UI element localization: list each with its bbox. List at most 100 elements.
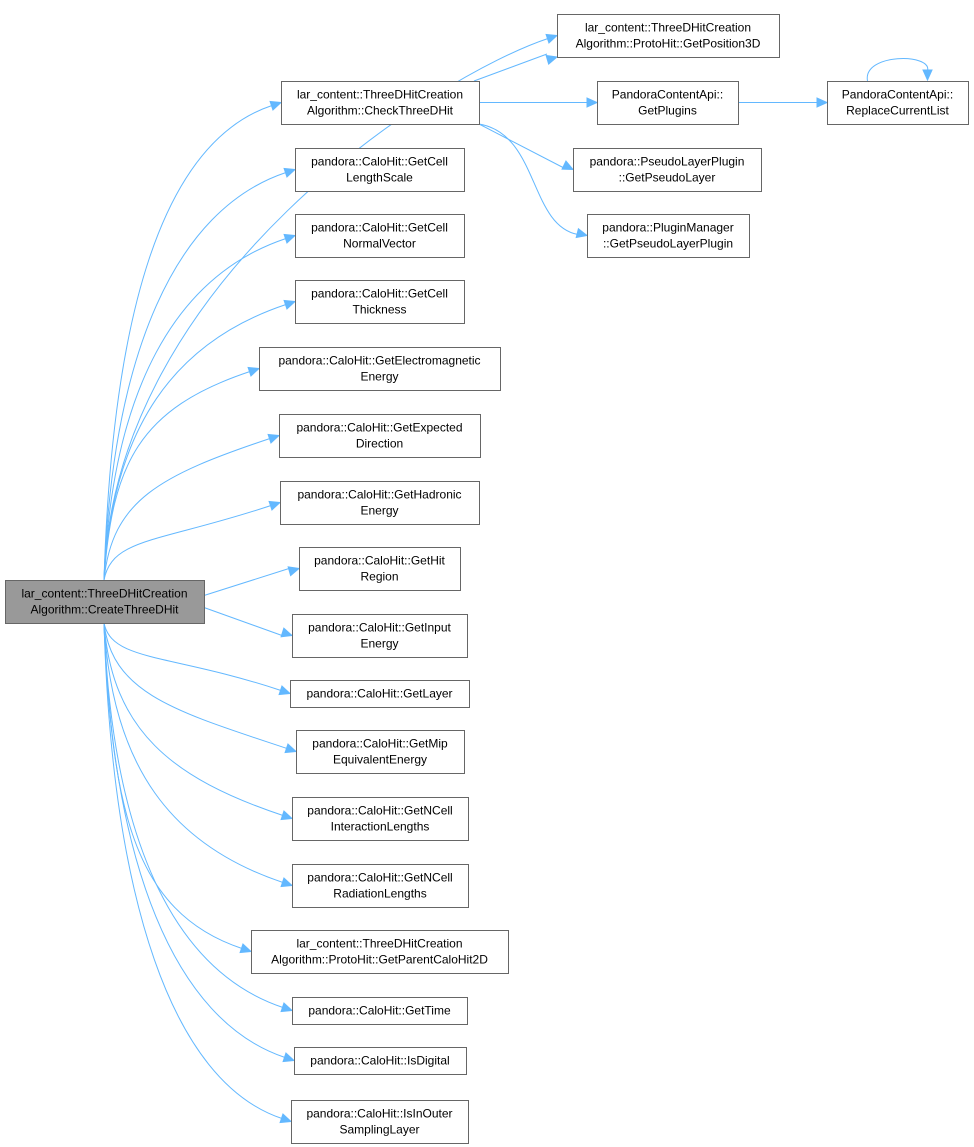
edge-root-to-lengthscale: [103, 167, 297, 581]
edge-line: [103, 505, 272, 581]
edge-arrowhead: [575, 227, 589, 239]
node-label-line: pandora::CaloHit::GetLayer: [306, 687, 452, 701]
node-box: [290, 680, 470, 708]
edge-arrowhead: [267, 433, 281, 444]
edge-line: [103, 622, 288, 749]
node-replace[interactable]: PandoraContentApi::ReplaceCurrentList: [827, 81, 969, 125]
edge-arrowhead: [269, 100, 283, 111]
node-pluginmgr[interactable]: pandora::PluginManager::GetPseudoLayerPl…: [587, 214, 750, 258]
node-ncellint[interactable]: pandora::CaloHit::GetNCellInteractionLen…: [292, 797, 469, 841]
edge-line: [103, 622, 282, 691]
edge-arrowhead: [282, 1052, 296, 1063]
node-label-line: pandora::CaloHit::GetTime: [308, 1004, 451, 1018]
edge-line: [103, 238, 287, 581]
edge-check-to-getplugins: [479, 97, 599, 108]
node-label-line: PandoraContentApi::: [842, 88, 953, 102]
edge-arrowhead: [922, 69, 933, 82]
edge-line: [103, 105, 273, 581]
node-label-line: pandora::CaloHit::GetHit: [314, 554, 445, 568]
node-parent2d[interactable]: lar_content::ThreeDHitCreationAlgorithm:…: [251, 930, 509, 974]
node-label-line: ::GetPseudoLayer: [619, 171, 716, 185]
node-label-line: InteractionLengths: [331, 820, 430, 834]
edge-line: [103, 622, 284, 883]
node-box: [296, 730, 465, 774]
node-em[interactable]: pandora::CaloHit::GetElectromagneticEner…: [259, 347, 501, 391]
node-label-line: pandora::CaloHit::GetCell: [311, 155, 448, 169]
node-box: [557, 14, 780, 58]
edge-root-to-digital: [103, 622, 296, 1063]
edge-arrowhead: [239, 943, 253, 954]
edge-line: [866, 58, 929, 82]
node-label-line: RadiationLengths: [333, 887, 426, 901]
node-getplugins[interactable]: PandoraContentApi::GetPlugins: [597, 81, 739, 125]
node-ncellrad[interactable]: pandora::CaloHit::GetNCellRadiationLengt…: [292, 864, 469, 908]
node-label-line: pandora::PseudoLayerPlugin: [590, 155, 745, 169]
edge-arrowhead: [280, 1002, 294, 1013]
node-box: [281, 81, 480, 125]
node-box: [292, 864, 469, 908]
node-label-line: pandora::CaloHit::GetHadronic: [297, 488, 461, 502]
node-label-line: pandora::CaloHit::GetNCell: [307, 871, 452, 885]
edge-line: [103, 622, 283, 1119]
node-getpos3d[interactable]: lar_content::ThreeDHitCreationAlgorithm:…: [557, 14, 780, 58]
node-label-line: lar_content::ThreeDHitCreation: [21, 587, 187, 601]
edge-line: [203, 607, 283, 636]
node-box: [291, 1100, 469, 1144]
node-label-line: pandora::CaloHit::GetCell: [311, 221, 448, 235]
node-time[interactable]: pandora::CaloHit::GetTime: [292, 997, 468, 1025]
edge-root-to-layer: [103, 622, 292, 696]
nodes-layer: lar_content::ThreeDHitCreationAlgorithm:…: [5, 14, 969, 1144]
node-label-line: pandora::CaloHit::GetMip: [312, 737, 448, 751]
edge-line: [103, 371, 251, 581]
node-label-line: pandora::PluginManager: [602, 221, 733, 235]
edge-arrowhead: [268, 500, 282, 511]
node-root[interactable]: lar_content::ThreeDHitCreationAlgorithm:…: [5, 580, 205, 624]
edge-line: [103, 622, 284, 816]
node-box: [292, 997, 468, 1025]
node-label-line: pandora::CaloHit::IsDigital: [310, 1054, 449, 1068]
node-digital[interactable]: pandora::CaloHit::IsDigital: [294, 1047, 467, 1075]
edge-check-to-pseudolayer: [478, 123, 575, 171]
node-box: [295, 148, 465, 192]
node-label-line: EquivalentEnergy: [333, 753, 427, 767]
node-layer[interactable]: pandora::CaloHit::GetLayer: [290, 680, 470, 708]
node-label-line: Algorithm::CreateThreeDHit: [30, 603, 179, 617]
edge-arrowhead: [283, 299, 297, 310]
edge-line: [103, 172, 287, 581]
edge-line: [103, 38, 549, 581]
node-pseudolayer[interactable]: pandora::PseudoLayerPlugin::GetPseudoLay…: [573, 148, 762, 192]
node-label-line: PandoraContentApi::: [612, 88, 723, 102]
edge-check-to-getpos3d: [473, 53, 559, 82]
node-check[interactable]: lar_content::ThreeDHitCreationAlgorithm:…: [281, 81, 480, 125]
node-box: [5, 580, 205, 624]
edge-arrowhead: [287, 566, 301, 577]
node-box: [294, 1047, 467, 1075]
node-box: [573, 148, 762, 192]
node-box: [251, 930, 509, 974]
edge-root-to-getpos3d: [103, 33, 559, 581]
edge-getplugins-to-replace: [738, 97, 829, 108]
node-label-line: pandora::CaloHit::GetElectromagnetic: [278, 354, 480, 368]
node-label-line: NormalVector: [343, 237, 416, 251]
edge-arrowhead: [280, 810, 294, 821]
node-box: [827, 81, 969, 125]
node-box: [279, 414, 481, 458]
node-box: [280, 481, 480, 525]
node-box: [292, 614, 468, 658]
edge-arrowhead: [283, 167, 297, 178]
node-label-line: pandora::CaloHit::GetInput: [308, 621, 451, 635]
node-label-line: Region: [360, 570, 398, 584]
edge-root-to-hitregion: [203, 566, 301, 596]
node-label-line: pandora::CaloHit::GetCell: [311, 287, 448, 301]
edge-line: [473, 53, 548, 82]
